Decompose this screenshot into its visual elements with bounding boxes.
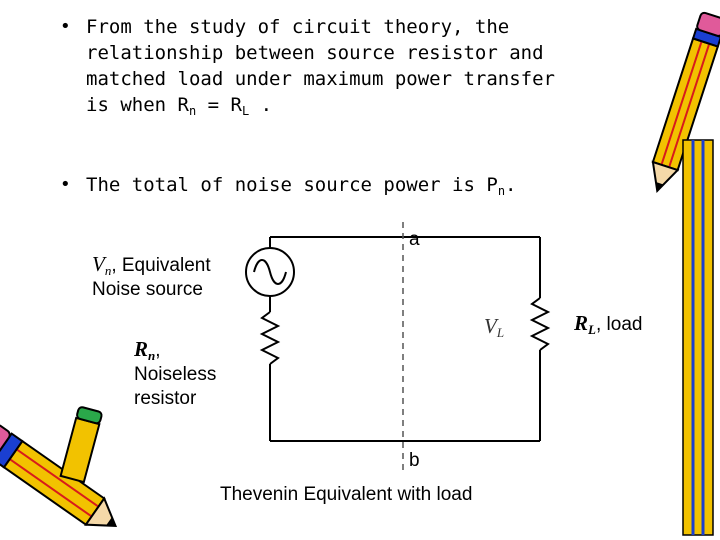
rl-subscript: L	[241, 104, 250, 118]
node-b-label: b	[409, 450, 420, 471]
bullet-1-line-4-text: is when R	[86, 94, 189, 116]
bullet-1-line-1: From the study of circuit theory, the	[86, 16, 510, 38]
bullet-2-line: The total of noise source power is Pn.	[86, 172, 517, 204]
vn-symbol: V	[92, 252, 105, 276]
bullet-2: • The total of noise source power is Pn.	[0, 172, 640, 202]
diagram-caption: Thevenin Equivalent with load	[220, 484, 473, 505]
pencil-icon-bottom-left	[0, 424, 118, 527]
bullet-1-line-2: relationship between source resistor and	[86, 42, 544, 64]
bullet-2-text: The total of noise source power is P	[86, 174, 498, 196]
rl-label: RL, load	[574, 313, 642, 340]
noise-source-label: Noise source	[92, 279, 203, 300]
vl-label: VL	[484, 316, 504, 343]
node-a-label: a	[409, 229, 420, 250]
rn-resistor-icon	[259, 311, 281, 365]
pencil-strip-right	[682, 139, 714, 536]
bullet-1-line-4: is when Rn = RL .	[86, 92, 272, 124]
pn-subscript: n	[497, 184, 506, 198]
rn-subscript: n	[188, 104, 197, 118]
rn-symbol: R	[134, 337, 149, 361]
vl-symbol: V	[484, 314, 497, 338]
bullet-dot-icon: •	[60, 174, 71, 195]
rn-label: Rn,	[134, 339, 161, 366]
rl-symbol: R	[574, 311, 589, 335]
vn-subscript: n	[104, 263, 112, 278]
rl-text: , load	[595, 314, 643, 335]
vn-text: , Equivalent	[111, 255, 211, 276]
bullet-dot-icon: •	[60, 16, 71, 37]
period-text: .	[249, 94, 273, 116]
sine-wave-icon	[253, 259, 287, 285]
vn-label: Vn, Equivalent	[92, 254, 211, 281]
equals-text: = R	[196, 94, 242, 116]
vl-subscript: L	[496, 325, 505, 340]
rn-subscript-diagram: n	[148, 348, 156, 363]
rl-resistor-icon	[529, 297, 551, 351]
rl-subscript-diagram: L	[588, 322, 596, 337]
bullet-2-end: .	[505, 174, 517, 196]
pencil-icon-top-right	[651, 11, 720, 193]
bullet-1: • From the study of circuit theory, the …	[0, 14, 640, 124]
bullet-1-line-3: matched load under maximum power transfe…	[86, 68, 555, 90]
noiseless-label: Noiseless	[134, 364, 217, 385]
resistor-label: resistor	[134, 388, 197, 409]
rn-comma: ,	[155, 340, 161, 361]
pencil-icon-bottom-left-2	[59, 406, 103, 484]
